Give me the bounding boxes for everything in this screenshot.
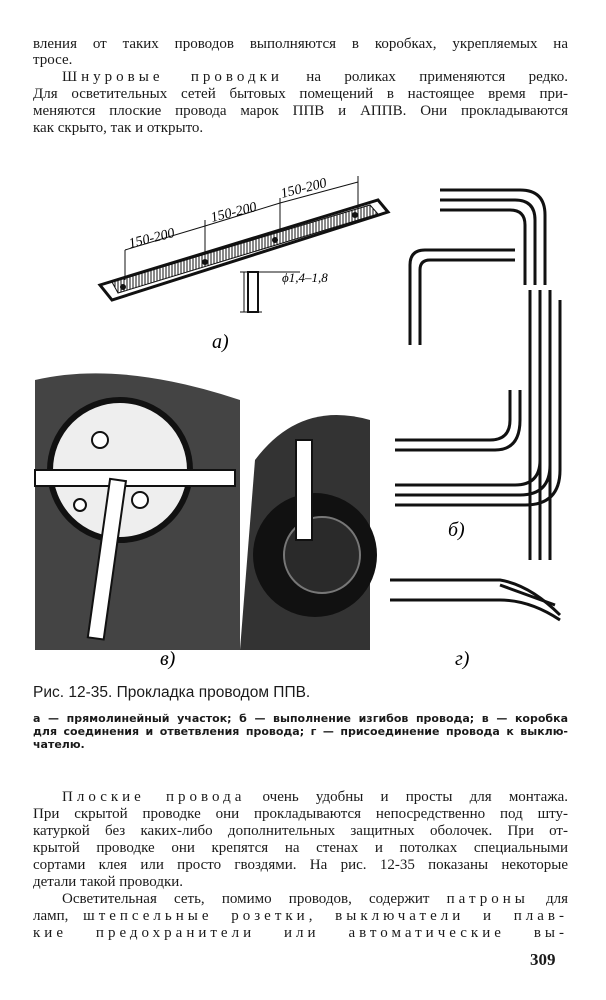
- figure-caption-line: а — прямолинейный участок; б — выполнени…: [33, 712, 568, 725]
- text-segment: на роликах применяются редко.: [282, 69, 569, 85]
- text-line: Для осветительных сетей бытовых помещени…: [33, 86, 568, 103]
- figure-12-35: 150-200 150-200 150-200 ϕ1,4–1,8 а) б) в…: [34, 176, 562, 670]
- text-line: катуркой без каких-либо дополнительных з…: [33, 823, 568, 840]
- text-line: ламп, штепсельные розетки, выключатели и…: [33, 908, 568, 925]
- text-segment: Осветительная сеть, помимо проводов, сод…: [62, 891, 447, 907]
- page-number: 309: [530, 950, 556, 969]
- label-v: в): [160, 648, 176, 670]
- text-line: крытой проводке они крепятся на стенах и…: [33, 840, 568, 857]
- text-segment: крытой проводке они крепятся на стенах и…: [33, 840, 568, 856]
- text-segment: для: [528, 891, 568, 907]
- text-line: Осветительная сеть, помимо проводов, сод…: [62, 891, 568, 908]
- text-segment: катуркой без каких-либо дополнительных з…: [33, 823, 568, 839]
- figure-caption-line: для соединения и ответвления провода; г …: [33, 725, 568, 738]
- text-line: как скрыто, так и открыто.: [33, 120, 568, 137]
- dimension-label-1: 150-200: [127, 226, 176, 252]
- emphasized-text: кие предохранители или автоматические вы…: [33, 925, 568, 941]
- text-line: сортами клея или просто гвоздями. На рис…: [33, 857, 568, 874]
- text-segment: очень удобны и просты для монтажа.: [245, 789, 569, 805]
- figure-g-switch-connection: [390, 578, 562, 622]
- text-line: Плоские провода очень удобны и просты дл…: [62, 789, 568, 806]
- text-segment: вления от таких проводов выполняются в к…: [33, 36, 568, 52]
- figure-a-straight-section: 150-200 150-200 150-200 ϕ1,4–1,8 а): [97, 176, 391, 353]
- emphasized-text: патроны: [446, 891, 529, 907]
- text-segment: При скрытой проводке они прокладываются …: [33, 806, 568, 822]
- diameter-label: ϕ1,4–1,8: [282, 270, 328, 285]
- figure-switch: [240, 415, 377, 650]
- text-segment: тросе.: [33, 52, 73, 68]
- label-b: б): [448, 519, 465, 541]
- figure-caption-line: чателю.: [33, 738, 85, 751]
- text-segment: сортами клея или просто гвоздями. На рис…: [33, 857, 568, 873]
- text-line: Шнуровые проводки на роликах применяются…: [62, 69, 568, 86]
- text-line: меняются плоские провода марок ППВ и АПП…: [33, 103, 568, 120]
- figure-v-junction-box: [34, 373, 240, 650]
- label-a: а): [212, 331, 229, 353]
- text-line: При скрытой проводке они прокладываются …: [33, 806, 568, 823]
- text-line: детали такой проводки.: [33, 874, 568, 891]
- text-line: кие предохранители или автоматические вы…: [33, 925, 568, 942]
- figure-caption-title: Рис. 12-35. Прокладка проводом ППВ.: [33, 684, 311, 701]
- text-segment: детали такой проводки.: [33, 874, 184, 890]
- text-line: тросе.: [33, 52, 568, 69]
- text-segment: как скрыто, так и открыто.: [33, 120, 204, 136]
- figure-b-wire-bends: [395, 188, 562, 560]
- emphasized-text: штепсельные розетки, выключатели и плав-: [83, 908, 568, 924]
- text-segment: меняются плоские провода марок ППВ и АПП…: [33, 103, 568, 119]
- emphasized-text: Шнуровые проводки: [62, 69, 283, 85]
- label-g: г): [455, 648, 470, 670]
- dimension-label-3: 150-200: [279, 176, 328, 202]
- text-segment: Для осветительных сетей бытовых помещени…: [33, 86, 568, 102]
- text-segment: ламп,: [33, 908, 84, 924]
- emphasized-text: Плоские провода: [62, 789, 246, 805]
- dimension-label-2: 150-200: [209, 200, 258, 226]
- text-line: вления от таких проводов выполняются в к…: [33, 36, 568, 53]
